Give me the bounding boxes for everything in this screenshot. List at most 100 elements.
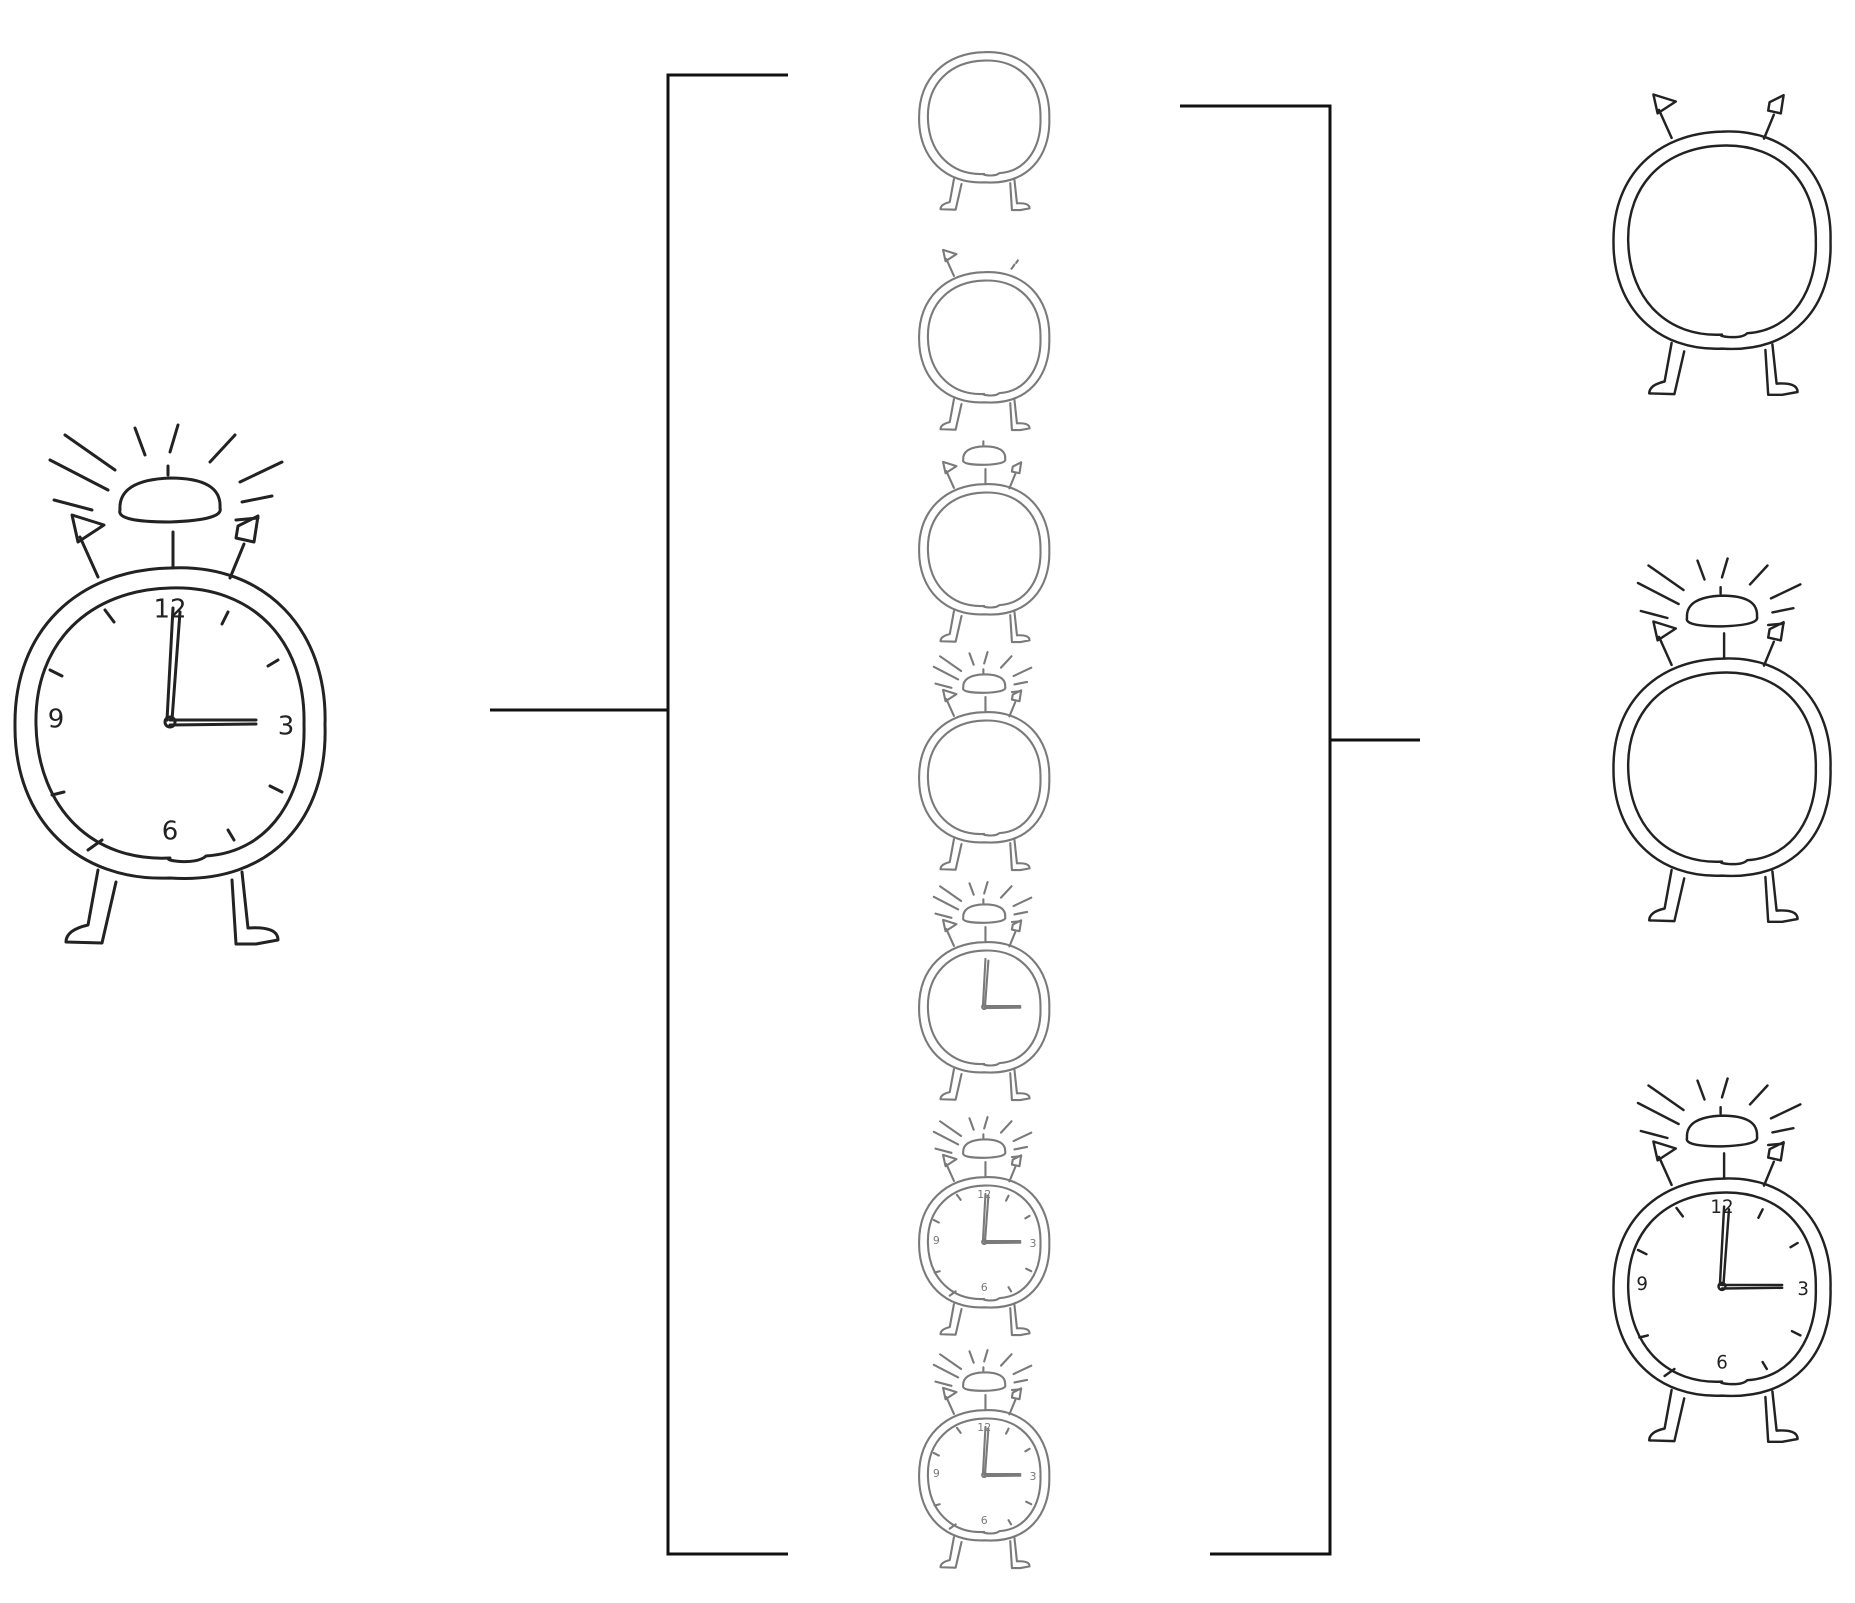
sequence-clock-5 [919, 882, 1049, 1100]
right-foot [1010, 180, 1029, 210]
left-foot [941, 1069, 962, 1100]
clock-number-3: 3 [1797, 1279, 1809, 1300]
right-foot [1010, 840, 1029, 870]
right-bell [1009, 462, 1021, 488]
clock-number-6: 6 [1716, 1352, 1728, 1373]
clock-face [928, 281, 1041, 396]
clock-body [919, 712, 1049, 843]
clock-number-9: 9 [933, 1467, 940, 1480]
left-foot [941, 1537, 962, 1568]
clock-ticks [1638, 1208, 1800, 1376]
clock-face [928, 493, 1041, 608]
left-foot [941, 179, 962, 210]
clock-body [919, 52, 1049, 183]
clock-sketches: 12369123691236912369 [15, 52, 1831, 1568]
left-foot [941, 399, 962, 430]
clock-ticks [934, 1428, 1031, 1529]
hammer-icon [963, 669, 1005, 712]
sequence-clock-6: 12369 [919, 1117, 1049, 1335]
clock-hands [983, 959, 1020, 1008]
right-bell [1009, 1388, 1021, 1414]
selected-clock-1 [1613, 95, 1830, 395]
sequence-clock-3 [919, 441, 1049, 642]
shine-lines [1638, 559, 1800, 626]
clock-number-9: 9 [48, 705, 65, 735]
sequence-clock-7: 12369 [919, 1350, 1049, 1568]
hammer-icon [963, 899, 1005, 942]
clock-hands [983, 1427, 1020, 1476]
right-foot [1010, 1538, 1029, 1568]
right-bell [1009, 1155, 1021, 1181]
clock-body [919, 272, 1049, 403]
clock-face [928, 721, 1041, 836]
clock-number-12: 12 [153, 595, 186, 625]
right-foot [1765, 344, 1797, 394]
right-bell [230, 516, 258, 578]
left-bell [1653, 1142, 1675, 1185]
clock-ticks [934, 1195, 1031, 1296]
sequence-clock-2 [919, 250, 1049, 430]
clock-face [1628, 146, 1816, 338]
left-bell [943, 250, 956, 276]
hammer-icon [120, 466, 221, 568]
left-foot [66, 870, 116, 943]
left-foot [1649, 1390, 1684, 1441]
right-foot [1010, 400, 1029, 430]
right-bell [1009, 690, 1021, 716]
clock-number-9: 9 [1636, 1274, 1648, 1295]
clock-number-3: 3 [1029, 1237, 1036, 1250]
left-foot [941, 1304, 962, 1335]
hammer-icon [963, 441, 1005, 484]
clock-body [919, 484, 1049, 615]
right-bracket [1180, 106, 1420, 1554]
sequence-clock-4 [919, 652, 1049, 870]
left-foot [1649, 870, 1684, 921]
left-bell [72, 515, 104, 577]
clock-number-6: 6 [981, 1514, 988, 1527]
right-bell [1764, 622, 1784, 665]
hammer-icon [1687, 1107, 1757, 1178]
clock-body [1613, 658, 1830, 876]
left-bell [943, 690, 956, 716]
right-foot [1765, 871, 1797, 921]
right-foot [1010, 1305, 1029, 1335]
right-foot [1010, 612, 1029, 642]
left-foot [941, 839, 962, 870]
right-bell [1764, 95, 1784, 138]
clock-number-6: 6 [162, 817, 179, 847]
hammer-icon [963, 1134, 1005, 1177]
left-bell [943, 1388, 956, 1414]
right-foot [232, 872, 278, 944]
shine-lines [1638, 1079, 1800, 1146]
clock-number-9: 9 [933, 1234, 940, 1247]
clock-number-12: 12 [1710, 1197, 1733, 1218]
sequence-clock-1 [919, 52, 1049, 210]
right-bell [1764, 1142, 1784, 1185]
hammer-icon [963, 1367, 1005, 1410]
left-bell [1653, 95, 1675, 138]
right-foot [1010, 1070, 1029, 1100]
clock-number-3: 3 [278, 712, 295, 742]
clock-hands [983, 1194, 1020, 1243]
left-bell [943, 462, 956, 488]
right-bell [1009, 920, 1021, 946]
selected-clock-3: 12 3 6 9 [1613, 1079, 1830, 1442]
clock-center-pin [1719, 1283, 1726, 1290]
left-bell [943, 1155, 956, 1181]
shine-lines [50, 425, 282, 520]
left-foot [1649, 343, 1684, 394]
clock-face [928, 61, 1041, 176]
left-foot [941, 611, 962, 642]
left-bell [1653, 622, 1675, 665]
right-foot [1765, 1391, 1797, 1441]
right-bell-partial [1012, 260, 1018, 268]
clock-hands [167, 608, 256, 725]
clock-body [1613, 131, 1830, 349]
clock-face [1628, 673, 1816, 865]
clock-hands [1720, 1207, 1782, 1289]
clock-ticks [50, 610, 282, 850]
left-bell [943, 920, 956, 946]
hammer-icon [1687, 587, 1757, 658]
source-clock: 12 3 6 9 [15, 425, 325, 944]
